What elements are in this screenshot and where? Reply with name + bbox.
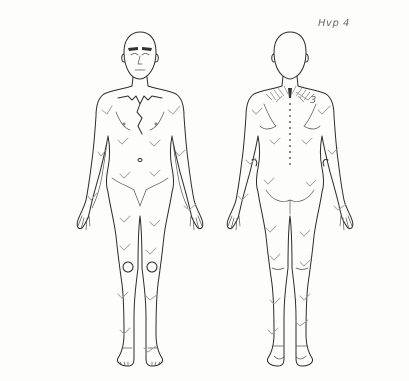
back-scapula-left [260,104,276,129]
back-scapula-right [304,104,320,129]
front-check-marks [88,106,196,352]
front-eye-right [142,54,149,56]
front-navel [138,159,142,162]
front-body-outline [77,86,203,366]
back-figure [227,32,353,366]
back-check-marks [238,106,346,334]
front-knee-right [147,262,157,272]
front-pectoral-right [150,112,164,130]
back-heel-left [272,346,284,359]
front-groin [134,190,146,206]
back-c-spine-mark [288,88,292,98]
front-head [124,32,156,79]
back-heel-right [296,346,308,359]
neck-annotation: 3 [310,96,316,106]
front-eyebrow-left [128,47,138,51]
front-neck [132,77,148,86]
front-knee-left [123,262,133,272]
head-annotation: Hvp 4 [318,19,350,29]
front-eyebrow-right [142,47,152,51]
back-knee-right [296,268,308,270]
back-head [274,32,306,79]
front-hip-right [146,178,168,190]
front-hip-left [112,178,134,190]
front-chest-zigzag [118,96,162,134]
back-knee-left [272,268,284,270]
front-nose [138,56,142,64]
back-spine [289,103,291,165]
front-eye-left [131,54,138,56]
front-toes [120,362,160,365]
front-figure [77,32,203,366]
back-buttocks [266,190,314,214]
back-neck-pointer [296,92,308,100]
front-pectoral-left [116,112,130,130]
back-neck [282,76,298,86]
front-nipple-right [155,123,157,125]
front-nipple-left [123,123,125,125]
